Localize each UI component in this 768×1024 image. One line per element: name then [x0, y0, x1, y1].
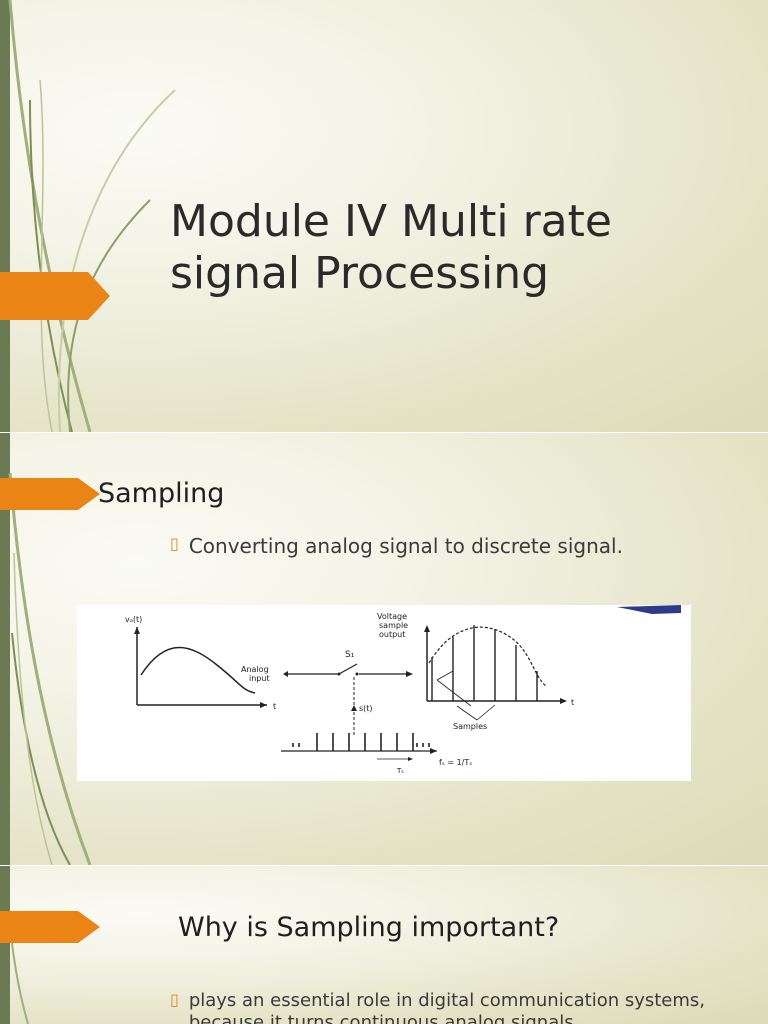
side-bar: [0, 866, 10, 1024]
orange-arrow-tab-icon: [0, 272, 110, 320]
voltage-label-line2: sample: [379, 621, 408, 630]
switch-label: s(t): [359, 704, 373, 713]
sampling-diagram: vₐ(t) t Analog input S₁ s(t) Voltage sam…: [77, 605, 691, 781]
analog-input-line1: Analog: [241, 665, 269, 674]
t-label-1: t: [273, 702, 276, 711]
grass-decoration: [9, 925, 29, 1024]
samples-label: Samples: [453, 722, 487, 731]
hollow-square-bullet-icon: ▯: [170, 990, 179, 1009]
voltage-label-line1: Voltage: [377, 612, 407, 621]
grass-decoration: [8, 472, 92, 865]
hollow-square-bullet-icon: ▯: [170, 534, 179, 553]
sampling-slide: Sampling ▯ Converting analog signal to d…: [0, 433, 768, 865]
orange-arrow-tab-icon: [0, 478, 100, 510]
s1-label: S₁: [345, 650, 355, 660]
t-label-2: t: [571, 698, 574, 707]
va-label: vₐ(t): [125, 615, 142, 624]
side-bar: [0, 433, 10, 865]
importance-slide: Why is Sampling important? ▯ plays an es…: [0, 866, 768, 1024]
title-slide: Module IV Multi rate signal Processing: [0, 0, 768, 432]
bullet-item: ▯ plays an essential role in digital com…: [170, 990, 706, 1024]
bullet-item: ▯ Converting analog signal to discrete s…: [170, 534, 623, 558]
analog-input-line2: input: [249, 674, 270, 683]
fs-label: fₛ = 1/Tₛ: [439, 758, 472, 767]
slide-heading: Why is Sampling important?: [178, 912, 560, 943]
side-bar: [0, 0, 10, 432]
slide-heading: Sampling: [98, 478, 225, 509]
grass-decoration: [8, 0, 176, 432]
slide-title: Module IV Multi rate signal Processing: [170, 196, 612, 299]
ts-label: Tₛ: [396, 767, 404, 775]
orange-arrow-tab-icon: [0, 911, 100, 943]
voltage-label-line3: output: [379, 630, 405, 639]
